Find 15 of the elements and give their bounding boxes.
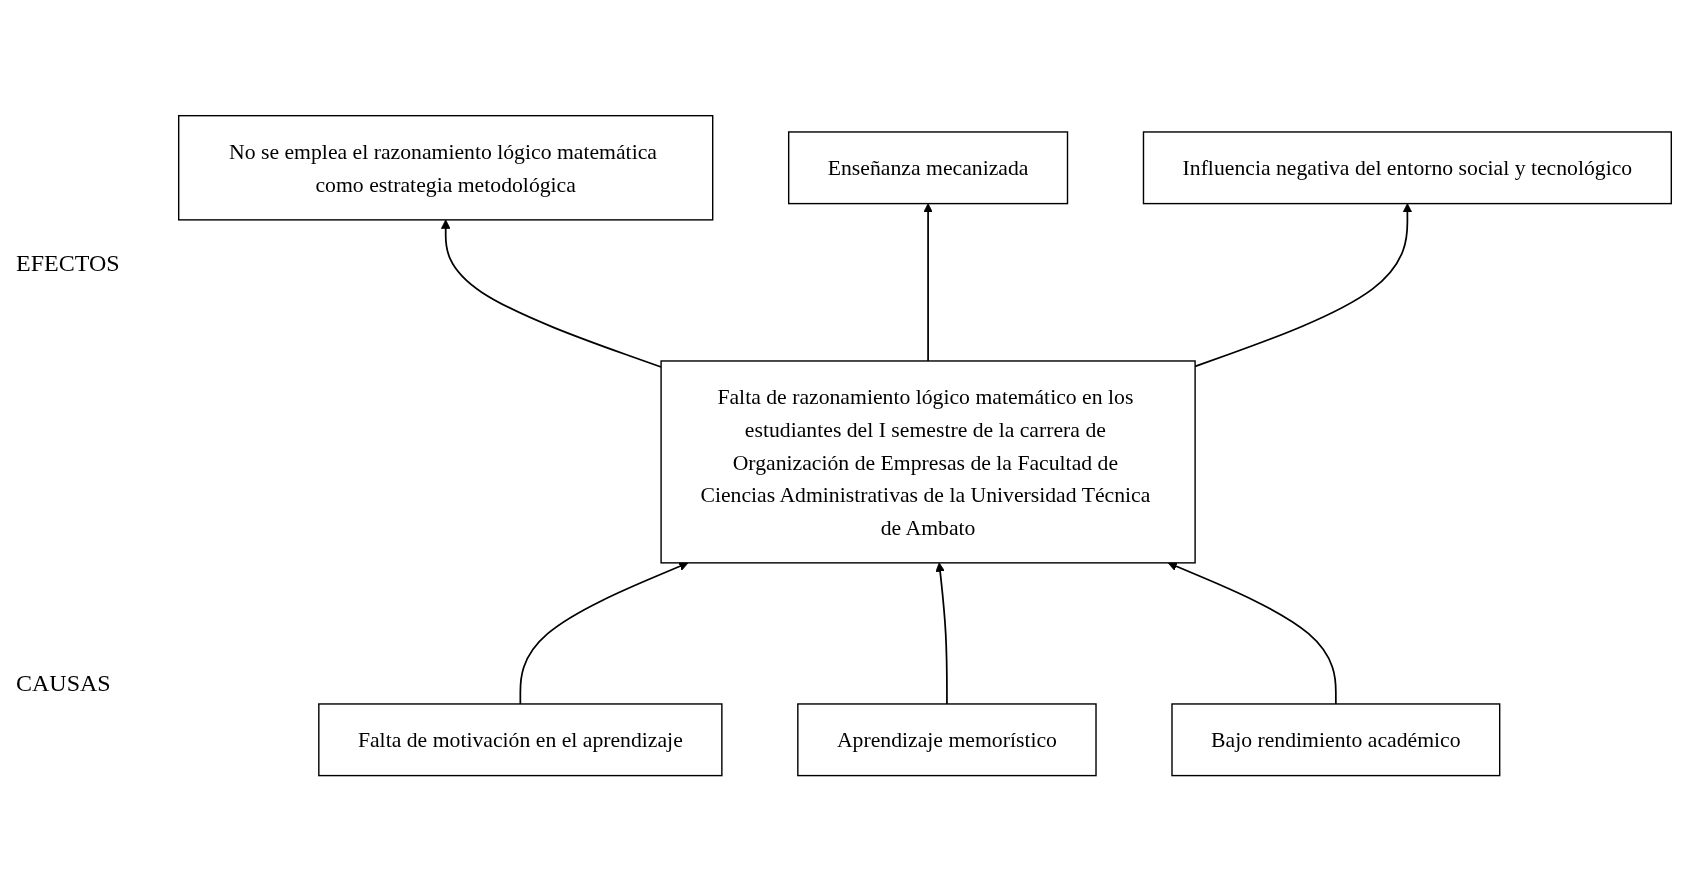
- node-box: Influencia negativa del entorno social y tecnológico: [1142, 131, 1672, 205]
- node-box: Aprendizaje memorístico: [797, 703, 1097, 777]
- arrow: [519, 562, 689, 706]
- node-box: Falta de razonamiento lógico matemático en los estudiantes del I semestre de la carrera de Organización de Empresas de la Facultad de Ciencias Administrativas de la Universidad Técnica de Ambato: [660, 360, 1196, 564]
- node-box: No se emplea el razonamiento lógico matemática como estrategia metodológica: [178, 115, 714, 221]
- arrow: [923, 203, 933, 363]
- section-label: EFECTOS: [16, 250, 120, 277]
- node-box: Falta de motivación en el aprendizaje: [318, 703, 723, 777]
- arrow: [935, 562, 948, 706]
- node-box: Bajo rendimiento académico: [1171, 703, 1501, 777]
- section-label: CAUSAS: [16, 670, 111, 697]
- arrow: [1167, 562, 1337, 706]
- arrow: [440, 219, 662, 369]
- arrow: [1194, 203, 1413, 368]
- node-box: Enseñanza mecanizada: [787, 131, 1069, 205]
